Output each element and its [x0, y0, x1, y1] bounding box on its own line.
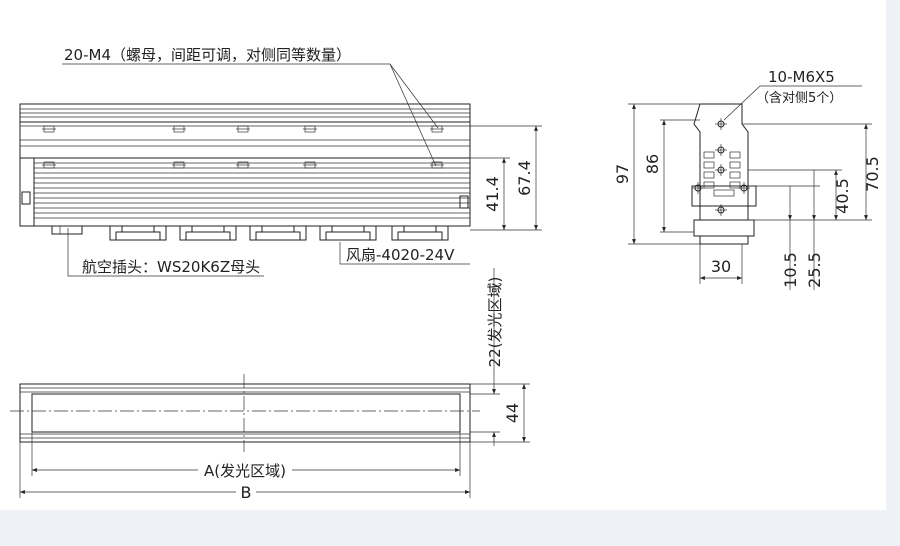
dim-40-5: 40.5 [833, 178, 852, 214]
connector-note: 航空插头：WS20K6Z母头 [82, 258, 260, 276]
dim-41-4: 41.4 [483, 176, 502, 212]
dim-97: 97 [613, 164, 632, 184]
screw-note-sub: （含对侧5个） [756, 90, 842, 106]
dim-25-5: 25.5 [805, 252, 824, 288]
length-b-label: B [241, 483, 252, 502]
nut-note: 20-M4（螺母，间距可调，对侧同等数量） [64, 46, 351, 64]
dim-70-5: 70.5 [863, 156, 882, 192]
length-a-label: A(发光区域) [204, 462, 286, 480]
emit-width-label: 22(发光区域) [486, 277, 504, 368]
dim-44: 44 [503, 403, 522, 423]
screw-holes [692, 118, 750, 216]
fan-leader [339, 242, 470, 265]
connector-leader [67, 228, 264, 277]
dim-67-4: 67.4 [515, 160, 534, 196]
side-vents [703, 151, 741, 197]
bottom-body [19, 383, 471, 443]
aviation-connector [51, 225, 83, 235]
nut-markers [42, 125, 444, 169]
technical-drawing: 20-M4（螺母，间距可调，对侧同等数量） 10-M6X5 （含对侧5个） 航空… [10, 46, 882, 502]
front-view [19, 63, 542, 277]
heatsink-fins [34, 162, 470, 219]
screw-leader [723, 85, 862, 121]
fan-units [109, 225, 449, 241]
emit-window [31, 393, 461, 433]
screw-note: 10-M6X5 [768, 68, 835, 86]
dim-86: 86 [643, 154, 662, 174]
drawing-sheet: 20-M4（螺母，间距可调，对侧同等数量） 10-M6X5 （含对侧5个） 航空… [0, 0, 886, 510]
nut-leader [62, 63, 437, 167]
fan-note: 风扇-4020-24V [346, 246, 455, 264]
dim-30: 30 [711, 257, 731, 276]
side-view [628, 85, 872, 290]
heatsink [19, 157, 471, 227]
bottom-view [10, 268, 530, 498]
dim-10-5: 10.5 [781, 252, 800, 288]
